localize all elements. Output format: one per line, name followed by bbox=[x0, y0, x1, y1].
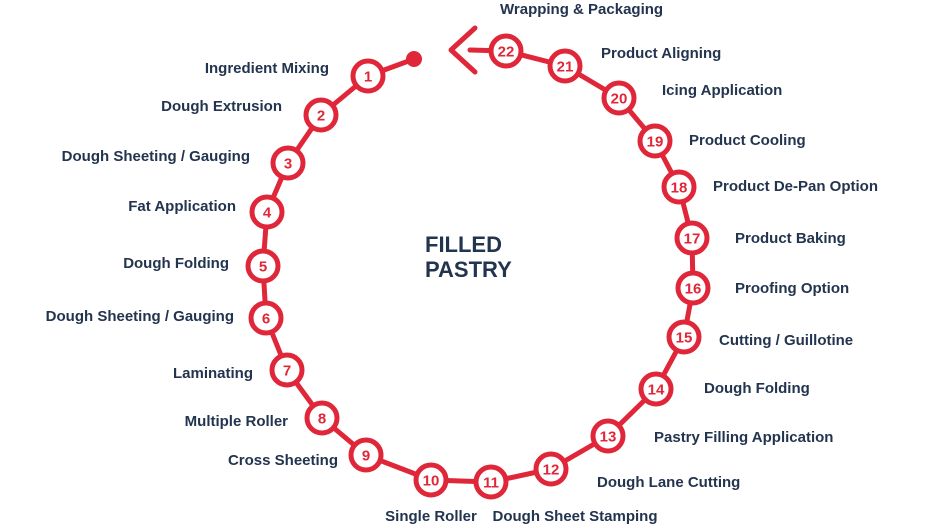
step-label-4: Fat Application bbox=[128, 198, 236, 215]
step-circle bbox=[675, 270, 711, 306]
step-circle bbox=[661, 169, 697, 205]
center-title: FILLED PASTRY bbox=[425, 232, 512, 282]
step-label-6: Dough Sheeting / Gauging bbox=[45, 308, 234, 325]
step-node-2: 2 bbox=[303, 97, 339, 133]
step-label-19: Product Cooling bbox=[689, 132, 806, 149]
step-circle bbox=[473, 464, 509, 500]
step-number: 14 bbox=[648, 382, 665, 399]
step-number: 11 bbox=[483, 475, 499, 492]
step-label-1: Ingredient Mixing bbox=[204, 60, 329, 77]
step-circle bbox=[590, 418, 626, 454]
step-node-6: 6 bbox=[248, 300, 284, 336]
step-number: 22 bbox=[498, 44, 515, 61]
step-circle bbox=[533, 451, 569, 487]
step-node-13: 13 bbox=[590, 418, 626, 454]
step-label-3: Dough Sheeting / Gauging bbox=[61, 148, 250, 165]
step-label-5: Dough Folding bbox=[123, 255, 229, 272]
step-node-17: 17 bbox=[674, 220, 710, 256]
step-node-22: 22 bbox=[488, 33, 524, 69]
step-circle bbox=[637, 123, 673, 159]
step-label-7: Laminating bbox=[172, 365, 253, 382]
step-number: 16 bbox=[685, 281, 702, 298]
step-number: 13 bbox=[600, 429, 617, 446]
step-number: 2 bbox=[317, 108, 325, 125]
step-node-19: 19 bbox=[637, 123, 673, 159]
step-label-2: Dough Extrusion bbox=[161, 98, 282, 115]
step-number: 15 bbox=[676, 330, 693, 347]
step-node-9: 9 bbox=[348, 437, 384, 473]
step-number: 21 bbox=[557, 59, 574, 76]
arrow-head-icon bbox=[448, 25, 478, 75]
step-node-5: 5 bbox=[245, 248, 281, 284]
step-label-22: Wrapping & Packaging bbox=[500, 1, 664, 18]
step-circle bbox=[413, 462, 449, 498]
step-circle bbox=[601, 80, 637, 116]
center-title-line1: FILLED bbox=[425, 232, 502, 257]
step-number: 7 bbox=[283, 363, 291, 380]
step-number: 19 bbox=[647, 134, 664, 151]
step-node-8: 8 bbox=[304, 400, 340, 436]
step-number: 1 bbox=[364, 69, 372, 86]
step-circle bbox=[245, 248, 281, 284]
step-circle bbox=[350, 58, 386, 94]
step-circle bbox=[270, 145, 306, 181]
step-label-11: Dough Sheet Stamping bbox=[492, 508, 658, 525]
step-circle bbox=[488, 33, 524, 69]
step-circle bbox=[348, 437, 384, 473]
step-node-15: 15 bbox=[666, 319, 702, 355]
step-label-20: Icing Application bbox=[662, 82, 783, 99]
step-number: 9 bbox=[362, 448, 370, 465]
step-circle bbox=[304, 400, 340, 436]
step-circle bbox=[638, 371, 674, 407]
step-node-14: 14 bbox=[638, 371, 674, 407]
step-label-9: Cross Sheeting bbox=[227, 452, 338, 469]
step-node-21: 21 bbox=[547, 48, 583, 84]
step-number: 10 bbox=[423, 473, 440, 490]
step-number: 5 bbox=[259, 259, 267, 276]
step-circle bbox=[303, 97, 339, 133]
step-number: 12 bbox=[543, 462, 560, 479]
step-label-14: Dough Folding bbox=[704, 380, 810, 397]
step-number: 3 bbox=[284, 156, 292, 173]
step-circle bbox=[547, 48, 583, 84]
step-node-16: 16 bbox=[675, 270, 711, 306]
step-node-20: 20 bbox=[601, 80, 637, 116]
step-number: 20 bbox=[611, 91, 628, 108]
step-node-11: 11 bbox=[473, 464, 509, 500]
step-label-8: Multiple Roller bbox=[184, 413, 288, 430]
step-label-13: Pastry Filling Application bbox=[654, 429, 834, 446]
step-number: 8 bbox=[318, 411, 326, 428]
step-number: 17 bbox=[684, 231, 701, 248]
step-circle bbox=[249, 194, 285, 230]
step-label-10: Single Roller bbox=[385, 508, 477, 525]
step-label-21: Product Aligning bbox=[601, 45, 722, 62]
step-node-10: 10 bbox=[413, 462, 449, 498]
step-label-17: Product Baking bbox=[735, 230, 846, 247]
step-node-3: 3 bbox=[270, 145, 306, 181]
step-circle bbox=[248, 300, 284, 336]
start-dot bbox=[406, 51, 422, 67]
step-circle bbox=[269, 352, 305, 388]
step-node-12: 12 bbox=[533, 451, 569, 487]
step-circle bbox=[674, 220, 710, 256]
step-label-12: Dough Lane Cutting bbox=[597, 474, 741, 491]
step-node-1: 1 bbox=[350, 58, 386, 94]
step-number: 4 bbox=[263, 205, 272, 222]
step-node-18: 18 bbox=[661, 169, 697, 205]
step-node-4: 4 bbox=[249, 194, 285, 230]
step-number: 6 bbox=[262, 311, 270, 328]
step-node-7: 7 bbox=[269, 352, 305, 388]
center-title-line2: PASTRY bbox=[425, 257, 512, 282]
step-circle bbox=[666, 319, 702, 355]
step-label-16: Proofing Option bbox=[735, 280, 850, 297]
step-label-15: Cutting / Guillotine bbox=[719, 332, 854, 349]
step-number: 18 bbox=[671, 180, 688, 197]
step-label-18: Product De-Pan Option bbox=[713, 178, 878, 195]
